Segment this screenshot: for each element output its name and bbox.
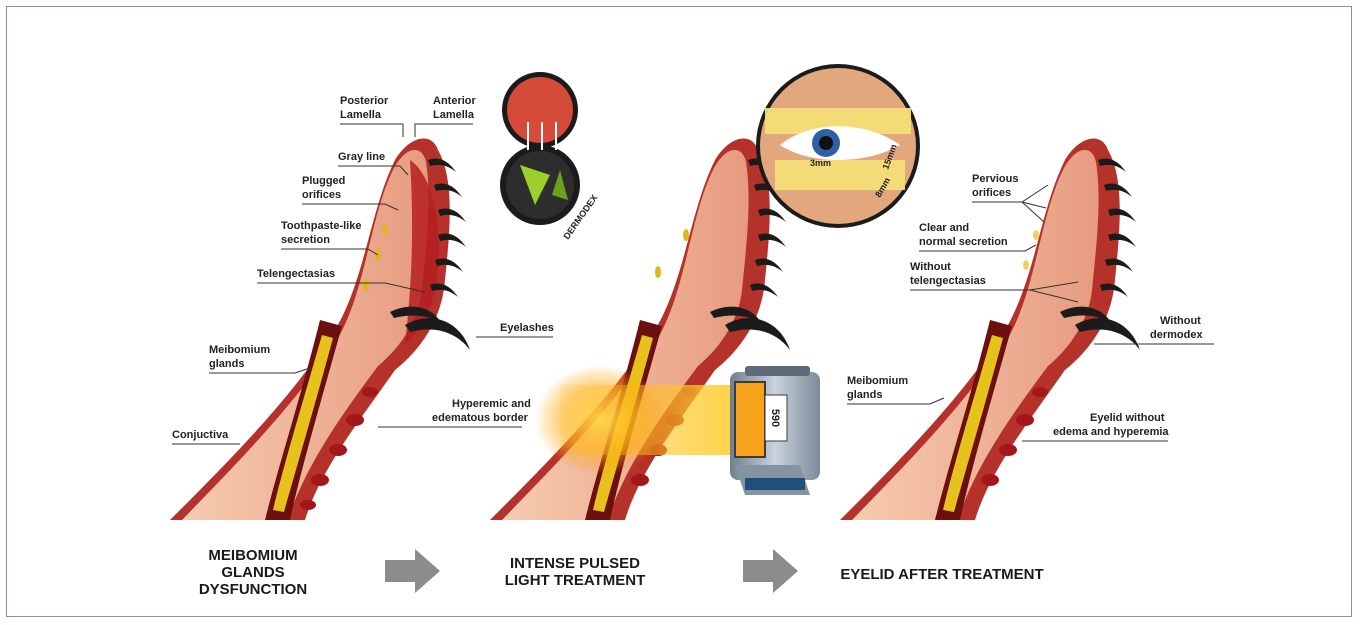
svg-text:Conjuctiva: Conjuctiva	[172, 429, 229, 441]
step-title-1: MEIBOMIUM GLANDS DYSFUNCTION	[199, 547, 307, 598]
svg-text:GLANDS: GLANDS	[221, 564, 284, 581]
svg-text:secretion: secretion	[281, 234, 330, 246]
p1-label-posterior-lamella: Posterior Lamella	[340, 95, 403, 137]
svg-text:orifices: orifices	[972, 187, 1011, 199]
svg-text:Clear and: Clear and	[919, 222, 969, 234]
svg-text:Eyelashes: Eyelashes	[500, 322, 554, 334]
svg-text:Without: Without	[910, 261, 951, 273]
svg-text:Meibomium: Meibomium	[209, 344, 270, 356]
svg-text:Plugged: Plugged	[302, 175, 345, 187]
flow-arrow-1	[385, 549, 440, 593]
svg-text:glands: glands	[209, 358, 244, 370]
svg-text:Telengectasias: Telengectasias	[257, 268, 335, 280]
svg-text:glands: glands	[847, 389, 882, 401]
svg-text:dermodex: dermodex	[1150, 329, 1203, 341]
svg-text:EYELID AFTER TREATMENT: EYELID AFTER TREATMENT	[840, 566, 1043, 583]
svg-text:edematous border: edematous border	[432, 412, 529, 424]
p1-label-conjuctiva: Conjuctiva	[172, 429, 240, 444]
svg-text:Pervious: Pervious	[972, 173, 1018, 185]
p3-label-pervious-orifices: Pervious orifices	[972, 173, 1048, 222]
dermodex-badge: DERMODEX	[500, 72, 599, 241]
p3-label-meibomium-glands: Meibomium glands	[847, 375, 944, 404]
svg-text:3mm: 3mm	[810, 158, 831, 168]
svg-text:Lamella: Lamella	[433, 109, 475, 121]
svg-text:orifices: orifices	[302, 189, 341, 201]
ipl-handpiece: 590	[730, 366, 820, 495]
svg-text:DYSFUNCTION: DYSFUNCTION	[199, 581, 307, 598]
panel-after-treatment: Pervious orifices Clear and normal secre…	[840, 139, 1214, 583]
step-title-3: EYELID AFTER TREATMENT	[840, 566, 1043, 583]
p3-label-clear-secretion: Clear and normal secretion	[919, 222, 1036, 251]
svg-text:telengectasias: telengectasias	[910, 275, 986, 287]
svg-text:Hyperemic and: Hyperemic and	[452, 398, 531, 410]
svg-text:590: 590	[769, 409, 781, 427]
p1-label-eyelashes: Eyelashes	[476, 322, 554, 337]
svg-text:Anterior: Anterior	[433, 95, 477, 107]
svg-text:normal secretion: normal secretion	[919, 236, 1008, 248]
p1-label-hyperemic-border: Hyperemic and edematous border	[378, 398, 531, 427]
svg-text:Toothpaste-like: Toothpaste-like	[281, 220, 361, 232]
step-title-2: INTENSE PULSED LIGHT TREATMENT	[505, 555, 646, 589]
svg-text:Posterior: Posterior	[340, 95, 389, 107]
svg-text:Eyelid without: Eyelid without	[1090, 412, 1165, 424]
svg-text:Gray line: Gray line	[338, 151, 385, 163]
svg-text:edema and hyperemia: edema and hyperemia	[1053, 426, 1169, 438]
p1-label-meibomium-glands: Meibomium glands	[209, 344, 310, 373]
ipl-glow	[535, 365, 665, 475]
svg-text:Meibomium: Meibomium	[847, 375, 908, 387]
p3-label-eyelid-without-edema: Eyelid without edema and hyperemia	[1022, 412, 1169, 441]
svg-text:LIGHT TREATMENT: LIGHT TREATMENT	[505, 572, 646, 589]
svg-text:Lamella: Lamella	[340, 109, 382, 121]
svg-text:Without: Without	[1160, 315, 1201, 327]
eye-treatment-inset: 3mm 15mm 8mm	[756, 64, 920, 228]
flow-arrow-2	[743, 549, 798, 593]
p1-label-anterior-lamella: Anterior Lamella	[415, 95, 477, 137]
p1-label-toothpaste-secretion: Toothpaste-like secretion	[281, 220, 378, 255]
svg-text:MEIBOMIUM: MEIBOMIUM	[208, 547, 297, 564]
svg-text:INTENSE PULSED: INTENSE PULSED	[510, 555, 640, 572]
